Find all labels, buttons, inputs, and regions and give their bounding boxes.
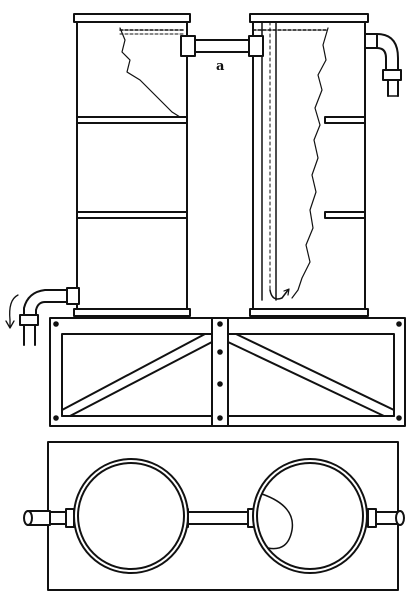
left-tank-body	[76, 19, 188, 316]
right-tank-band-2	[324, 211, 366, 219]
left-tank	[73, 13, 191, 317]
plan-left-tank-outer	[73, 458, 189, 574]
right-tank-base-rim	[249, 308, 369, 317]
left-tank-cutaway-edge	[119, 27, 181, 118]
left-tank-band-2	[76, 211, 188, 219]
support-stand	[49, 317, 406, 427]
plan-right-tank-cutaway	[261, 493, 294, 550]
plan-left-tank-inner	[77, 462, 185, 570]
flow-arrow-left-icon	[9, 294, 19, 327]
outlet-pipe-right	[364, 33, 402, 97]
right-tank-cutaway-edge	[291, 27, 329, 299]
plan-right-tank-inner	[256, 462, 364, 570]
outlet-pipe-left	[5, 287, 80, 346]
connecting-pipe-a	[180, 35, 264, 57]
left-tank-base-rim	[73, 308, 191, 317]
right-tank-top-rim	[249, 13, 369, 23]
stand-left-brace	[61, 333, 213, 417]
right-tank	[249, 13, 369, 317]
inner-pipe-outlet-arrow	[269, 289, 289, 300]
pipe-label: a	[216, 59, 225, 74]
right-tank-band-1	[324, 116, 366, 124]
plan-view	[23, 441, 405, 591]
plan-right-tank-outer	[252, 458, 368, 574]
left-tank-top-rim	[73, 13, 191, 23]
stand-right-brace	[227, 333, 395, 417]
left-tank-band-1	[76, 116, 188, 124]
